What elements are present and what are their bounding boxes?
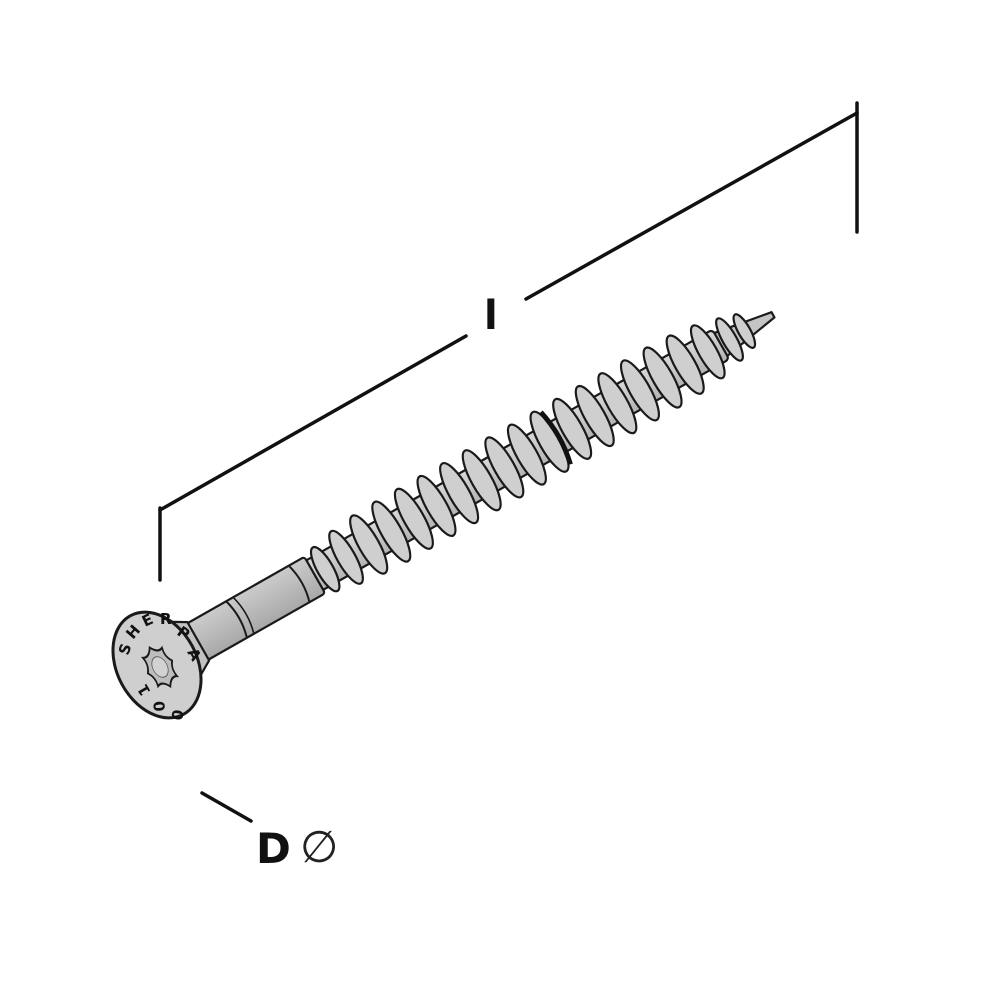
diameter-symbol-icon: ∅ [300, 822, 339, 873]
svg-text:0: 0 [168, 708, 188, 721]
shank-groove-2 [232, 596, 255, 635]
length-line-left-segment [158, 334, 468, 512]
diameter-leader-line [200, 791, 253, 823]
screw-head-face: S H E R P A 1 0 0 [111, 610, 205, 722]
torx-drive-icon [140, 645, 180, 689]
screw-shank [182, 556, 326, 663]
screw-threads [309, 313, 757, 593]
thread-shadow-gap [538, 410, 573, 466]
length-label: l [484, 293, 498, 339]
svg-text:0: 0 [150, 700, 169, 712]
length-dimension [158, 101, 859, 582]
shank-groove [225, 600, 248, 639]
length-line-right-segment [524, 111, 859, 301]
screw [135, 311, 776, 706]
diameter-label: D [256, 824, 291, 873]
shank-step [288, 564, 311, 603]
svg-text:R: R [160, 610, 172, 628]
